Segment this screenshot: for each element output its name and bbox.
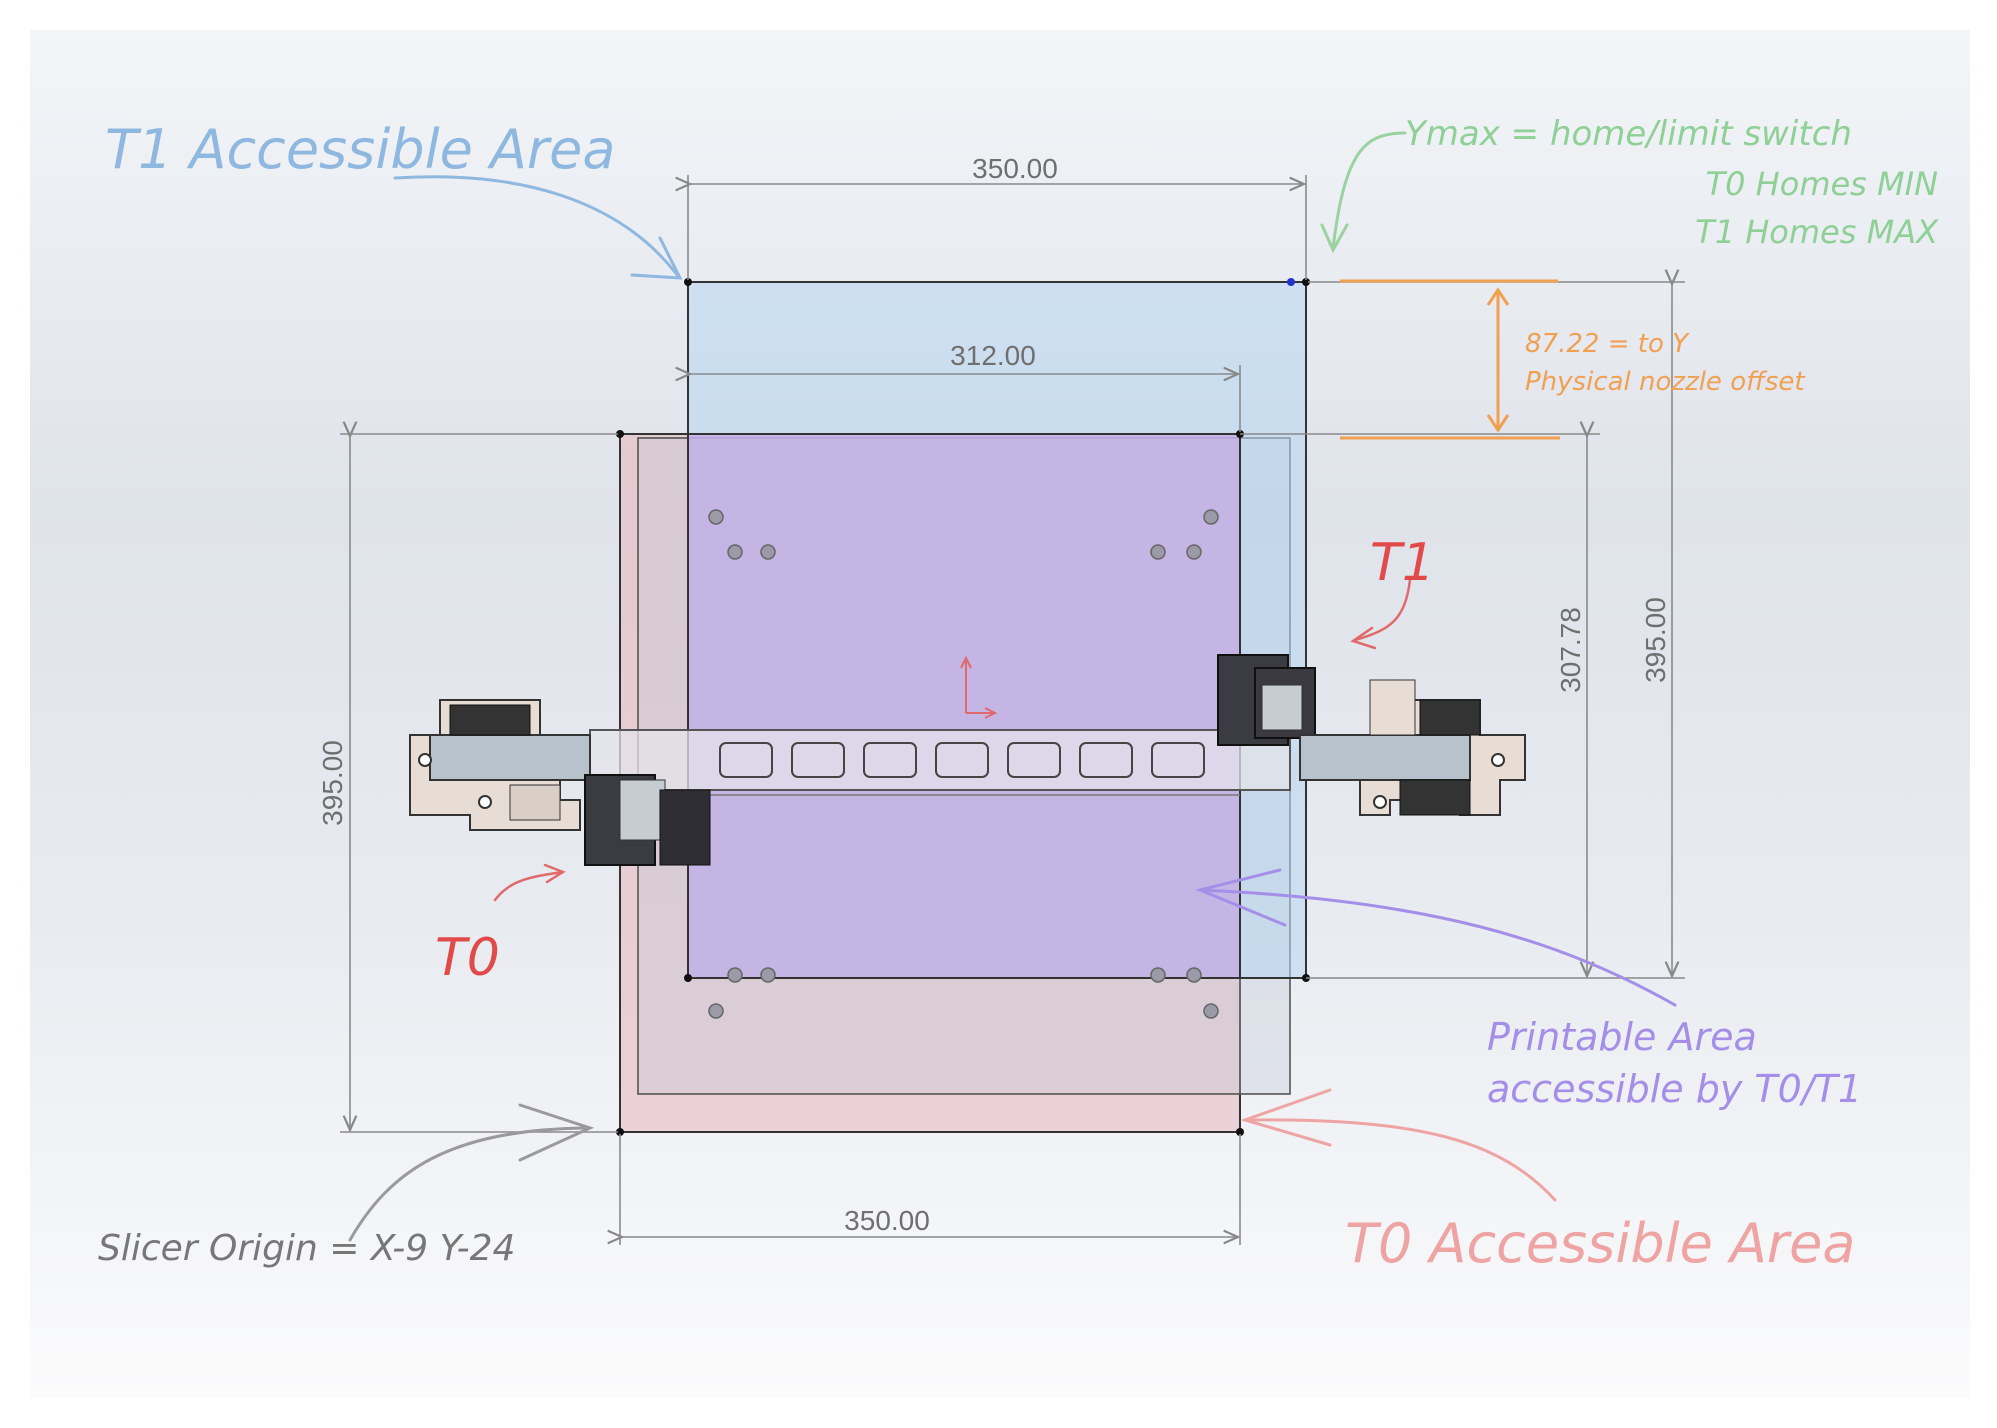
dim-left-height: 395.00	[317, 740, 348, 826]
printable-note-line1: Printable Area	[1487, 1015, 1757, 1059]
t0-area-label: T0 Accessible Area	[1345, 1212, 1855, 1275]
ymax-note-line1: Ymax = home/limit switch	[1405, 114, 1852, 154]
ymax-note-line3: T1 Homes MAX	[1695, 213, 1939, 251]
dim-inner-width: 312.00	[950, 340, 1036, 371]
t1-area-label: T1 Accessible Area	[105, 118, 615, 181]
bed-screw-holes	[708, 509, 1219, 1019]
t1-toolhead-label: T1	[1370, 533, 1435, 593]
ymax-note-line2: T0 Homes MIN	[1706, 165, 1938, 203]
gantry-rail	[589, 729, 1291, 796]
t0-toolhead-label: T0	[435, 928, 500, 988]
offset-note-line1: 87.22 = to Y	[1525, 329, 1690, 359]
nozzle-offset-marker	[1340, 279, 1560, 440]
slicer-origin-note: Slicer Origin = X-9 Y-24	[98, 1228, 515, 1269]
dim-top-width: 350.00	[972, 153, 1058, 184]
origin-axis-marker	[960, 655, 998, 719]
printable-note-line2: accessible by T0/T1	[1487, 1067, 1862, 1111]
dim-bottom-width: 350.00	[844, 1205, 930, 1236]
t0-carriage	[409, 699, 711, 866]
t1-carriage	[1217, 654, 1526, 816]
dim-right-height: 395.00	[1640, 597, 1671, 683]
printable-area	[687, 433, 1241, 979]
offset-note-line2: Physical nozzle offset	[1525, 367, 1805, 397]
dim-right-inner-height: 307.78	[1555, 607, 1586, 693]
annotation-arrows	[348, 131, 1677, 1242]
